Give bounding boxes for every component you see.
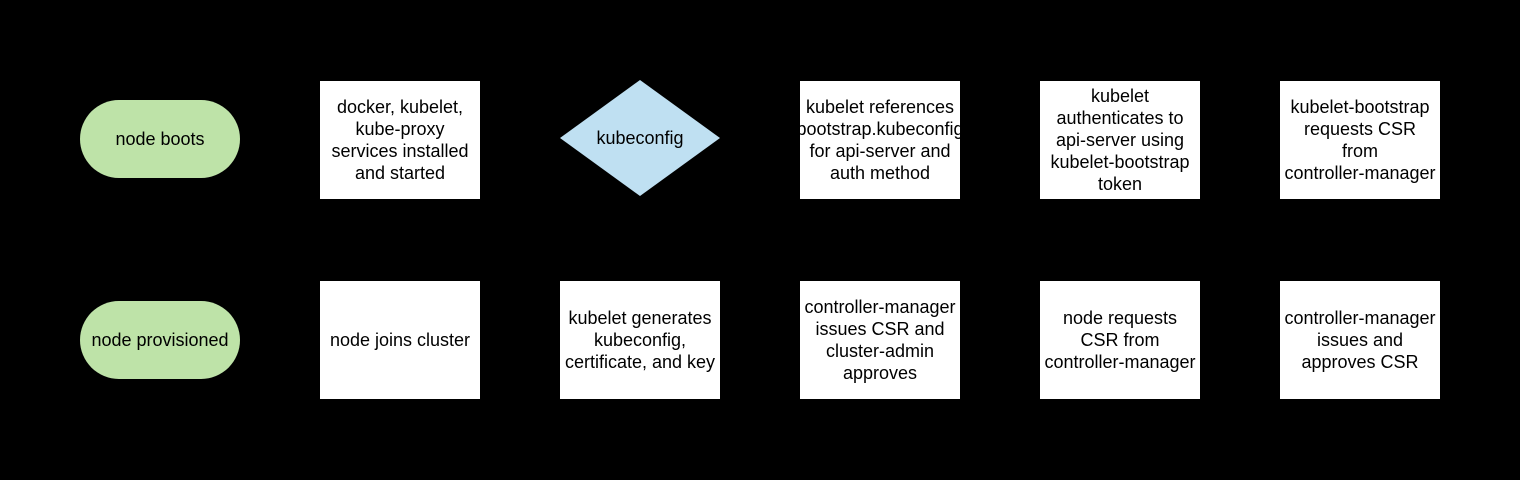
node-label: kubeconfig bbox=[596, 128, 684, 148]
process-node-joins-cluster: node joins cluster bbox=[320, 281, 480, 399]
process-kubelet-references-bootstrap-kubeconfig: kubelet references bootstrap.kubeconfig … bbox=[796, 81, 964, 199]
node-label: kubelet generates kubeconfig, certificat… bbox=[564, 308, 716, 372]
node-label: kubelet authenticates to api-server usin… bbox=[1050, 86, 1190, 194]
process-cm-issues-and-approves-csr: controller-manager issues and approves C… bbox=[1280, 281, 1440, 399]
decision-kubeconfig: kubeconfig bbox=[560, 80, 720, 196]
node-label: kubelet references bootstrap.kubeconfig … bbox=[796, 97, 964, 183]
node-label: controller-manager issues and approves C… bbox=[1284, 308, 1436, 372]
process-node-requests-csr: node requests CSR from controller-manage… bbox=[1040, 281, 1200, 399]
process-services-installed: docker, kubelet, kube-proxy services ins… bbox=[320, 81, 480, 199]
node-label: node requests CSR from controller-manage… bbox=[1044, 308, 1196, 372]
terminator-node-boots: node boots bbox=[80, 100, 240, 178]
terminator-node-provisioned: node provisioned bbox=[80, 301, 240, 379]
node-label: node boots bbox=[115, 129, 205, 149]
node-label: docker, kubelet, kube-proxy services ins… bbox=[331, 97, 469, 183]
node-label: node joins cluster bbox=[329, 330, 471, 350]
process-cm-issues-csr-cluster-admin-approves: controller-manager issues CSR and cluste… bbox=[800, 281, 960, 399]
node-label: controller-manager issues CSR and cluste… bbox=[804, 297, 956, 383]
process-kubelet-authenticates: kubelet authenticates to api-server usin… bbox=[1040, 81, 1200, 199]
process-kubelet-generates: kubelet generates kubeconfig, certificat… bbox=[560, 281, 720, 399]
node-label: node provisioned bbox=[91, 330, 229, 350]
node-label: kubelet-bootstrap requests CSR from cont… bbox=[1284, 97, 1436, 183]
process-kubelet-bootstrap-requests-csr: kubelet-bootstrap requests CSR from cont… bbox=[1280, 81, 1440, 199]
